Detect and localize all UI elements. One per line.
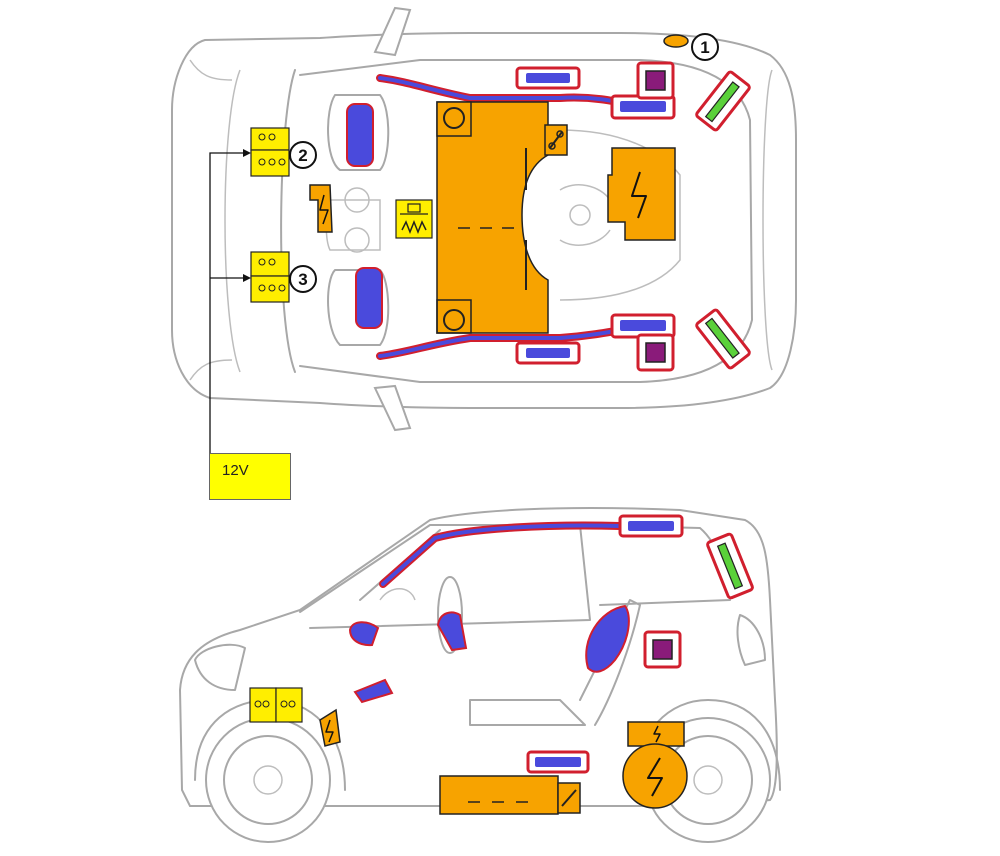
- airbag-module-top-left: [515, 66, 581, 90]
- high-voltage-unit-rear-top: [607, 147, 676, 241]
- svg-text:3: 3: [298, 270, 307, 289]
- driver-airbag-side: [348, 621, 380, 647]
- orange-component-marker: [663, 34, 689, 48]
- high-voltage-battery-side: [439, 775, 581, 815]
- knee-airbag-side: [436, 611, 468, 652]
- passenger-airbag-side: [353, 678, 394, 704]
- airbag-module-side-roof: [618, 514, 684, 538]
- control-unit-side: [643, 630, 682, 669]
- gas-strut-side: [706, 532, 754, 600]
- gas-strut-top-left: [695, 70, 751, 132]
- high-voltage-connector-side-front: [319, 708, 341, 747]
- voltage-legend-12v: 12V: [209, 453, 291, 500]
- control-unit-top-left: [636, 61, 675, 100]
- heater-element-icon: [395, 199, 433, 239]
- side-curtain-airbag: [379, 521, 624, 588]
- seat-side-airbag: [585, 604, 630, 673]
- leader-lines-12v: [209, 149, 251, 453]
- passenger-airbag-top: [355, 267, 383, 329]
- svg-text:2: 2: [298, 146, 307, 165]
- svg-text:1: 1: [700, 38, 709, 57]
- battery-12v-rear: [250, 251, 290, 303]
- battery-12v-side: [249, 687, 303, 723]
- callout-3: 3: [289, 265, 317, 293]
- high-voltage-connector-front-top: [309, 184, 333, 233]
- high-voltage-battery-top: [436, 101, 568, 334]
- gas-strut-top-right: [695, 308, 751, 370]
- control-unit-top-right: [636, 333, 675, 372]
- airbag-module-side-sill: [526, 750, 590, 774]
- voltage-label: 12V: [222, 462, 249, 479]
- high-voltage-motor-side: [622, 743, 688, 809]
- battery-12v-front: [250, 127, 290, 177]
- driver-airbag-top: [346, 103, 374, 167]
- callout-1: 1: [691, 33, 719, 61]
- airbag-module-top-right: [515, 341, 581, 365]
- high-voltage-unit-side-top: [627, 721, 685, 747]
- callout-2: 2: [289, 141, 317, 169]
